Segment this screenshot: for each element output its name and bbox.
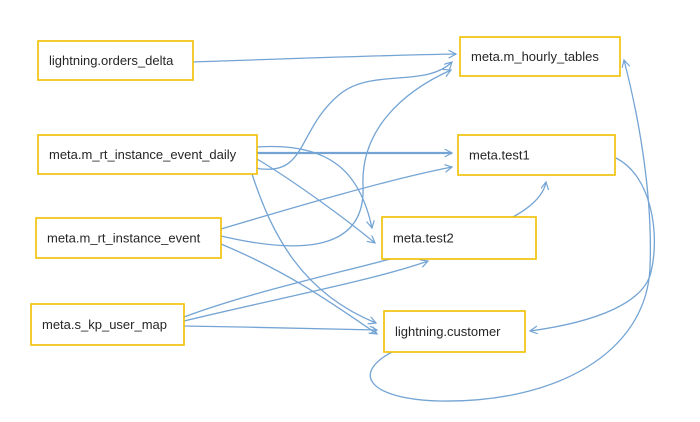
node-box-m_rt_instance_event[interactable] (35, 217, 222, 259)
node-label-orders_delta: lightning.orders_delta (49, 53, 174, 68)
edges-layer (183, 54, 656, 402)
nodes-layer: lightning.orders_delta meta.m_rt_instance… (30, 36, 621, 353)
edge-customer-to-m_hourly_tables (369, 60, 652, 402)
edge-orders_delta-to-m_hourly_tables (192, 54, 456, 63)
node-label-s_kp_user_map: meta.s_kp_user_map (42, 317, 167, 332)
node-s_kp_user_map[interactable]: meta.s_kp_user_map (30, 303, 185, 346)
node-box-orders_delta[interactable] (37, 40, 194, 81)
node-m_hourly_tables[interactable]: meta.m_hourly_tables (459, 36, 621, 77)
node-label-m_rt_instance_event: meta.m_rt_instance_event (47, 231, 201, 246)
edge-m_rt_instance_event_daily-to-test2 (256, 158, 375, 243)
node-box-m_hourly_tables[interactable] (459, 36, 621, 77)
node-label-test1: meta.test1 (469, 148, 530, 163)
edge-test1-to-customer (530, 157, 656, 331)
node-box-test1[interactable] (457, 134, 616, 176)
edge-s_kp_user_map-to-customer (183, 325, 377, 330)
node-box-customer[interactable] (383, 310, 526, 353)
node-test1[interactable]: meta.test1 (457, 134, 616, 176)
node-box-m_rt_instance_event_daily[interactable] (37, 134, 258, 175)
edge-m_rt_instance_event_daily-to-m_hourly_tables (254, 62, 452, 170)
edge-s_kp_user_map-to-test2 (183, 261, 428, 322)
node-label-customer: lightning.customer (395, 324, 501, 339)
edge-m_rt_instance_event-to-customer (220, 243, 377, 334)
edge-m_rt_instance_event_daily-to-customer (251, 173, 376, 323)
node-label-test2: meta.test2 (393, 231, 454, 246)
node-orders_delta[interactable]: lightning.orders_delta (37, 40, 194, 81)
node-label-m_rt_instance_event_daily: meta.m_rt_instance_event_daily (49, 147, 237, 162)
node-customer[interactable]: lightning.customer (383, 310, 526, 353)
node-test2[interactable]: meta.test2 (381, 216, 537, 260)
node-m_rt_instance_event_daily[interactable]: meta.m_rt_instance_event_daily (37, 134, 258, 175)
edge-m_rt_instance_event_daily-to-test2 (256, 145, 372, 228)
node-box-test2[interactable] (381, 216, 537, 260)
edge-m_rt_instance_event-to-test1 (220, 167, 452, 230)
node-box-s_kp_user_map[interactable] (30, 303, 185, 346)
node-label-m_hourly_tables: meta.m_hourly_tables (471, 49, 599, 64)
edge-m_rt_instance_event-to-m_hourly_tables (220, 70, 451, 247)
node-m_rt_instance_event[interactable]: meta.m_rt_instance_event (35, 217, 222, 259)
